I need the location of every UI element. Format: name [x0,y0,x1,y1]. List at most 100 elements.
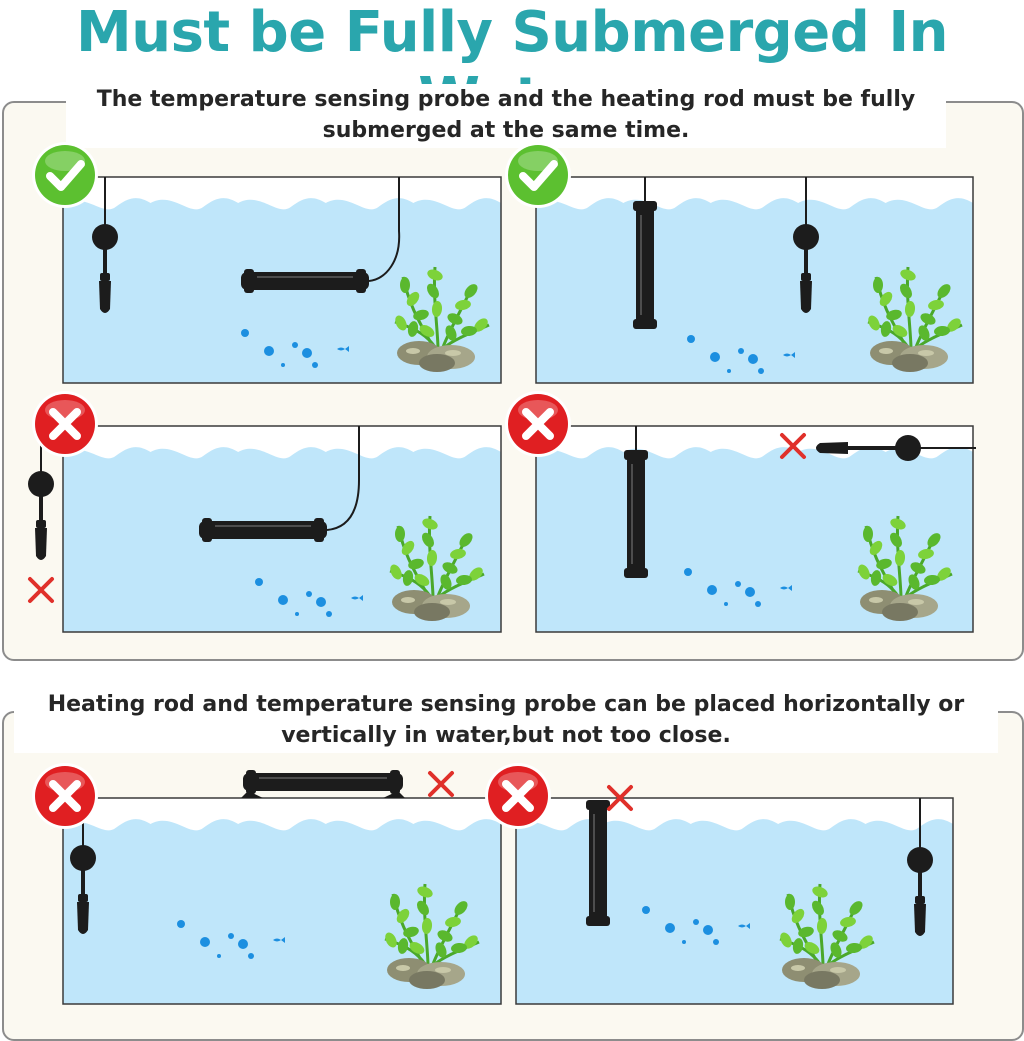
plant-leaf [459,533,473,547]
bubbles-icon [684,568,792,607]
plant-leaf [928,299,944,311]
bubble [703,925,713,935]
plant-leaf [419,325,435,337]
probe-stem [918,860,922,896]
x-mark-stroke [780,433,806,459]
bubble [228,933,234,939]
plant-leaf [812,900,824,916]
temperature-probe-icon [92,177,118,313]
bubbles-icon [642,906,750,945]
water [63,447,501,632]
plant-leaf [408,558,424,570]
bubble [745,587,755,597]
rod-body [199,521,327,539]
plant-leaf [426,550,438,566]
bubble [707,585,717,595]
plant-leaf [461,325,477,337]
plant-leaf [451,942,467,954]
rod-highlight [215,525,311,527]
water [516,819,953,1004]
plant-leaf [469,567,483,581]
probe-collar [100,273,110,281]
plant-leaf [858,564,870,580]
rod-cable [368,177,401,282]
plant-leaf [474,318,488,332]
rock [804,971,840,989]
plant-leaf [900,283,912,299]
bubble [758,368,764,374]
plant-leaf [440,574,452,590]
rod-cap [624,568,648,578]
section-placement-heading: Heating rod and temperature sensing prob… [14,689,998,753]
heating-rod-icon [624,426,648,578]
tank-illustration [505,391,976,633]
plant-leaf [464,284,478,298]
rod-cap [586,800,610,810]
check-badge-icon [32,142,98,208]
plant-leaf [407,321,419,337]
plant-leaf [910,562,926,574]
plant-leaf [904,301,916,317]
plant-leaf [397,938,409,954]
plant-leaf [442,562,458,574]
bubble [248,953,254,959]
heating-rod-icon [586,800,610,926]
cross-mark [49,780,81,812]
bubble [238,939,248,949]
plant-leaf [830,942,842,958]
aquarium-plant-icon [394,266,490,372]
rod-body [589,804,607,922]
plant-leaf [924,574,940,586]
plant-leaf [863,526,873,542]
plant-leaf [406,291,420,307]
bubble [241,329,249,337]
bubble [687,335,695,343]
bubble [684,568,692,576]
plant-leaf [798,926,814,938]
page-title: Must be Fully Submerged In Water [75,0,949,131]
cross-badge-icon [32,391,98,457]
tank-illustration [505,142,974,384]
plant-leaf [464,935,478,949]
plant-leaf [396,908,410,924]
cross-badge-icon [32,763,98,829]
plant-leaf [937,567,951,581]
plant-leaf [900,269,916,281]
rod-cap [624,450,648,460]
plant-leaf [445,916,461,928]
rock [882,603,918,621]
plant-leaf [456,574,472,586]
rock-highlight [406,348,420,354]
rock-highlight [396,965,410,971]
plant-leaf [846,942,862,954]
bubble [755,601,761,607]
rock-highlight [918,350,934,356]
bubble [200,937,210,947]
plant-leaf [422,532,434,548]
plant-leaf [937,284,951,298]
panel-incorrect-2 [505,391,976,633]
heading-line-2: submerged at the same time. [322,118,690,143]
aquarium-plant-icon [389,515,485,621]
plant-leaf [840,916,856,928]
probe-stem [804,237,808,273]
aquarium-plant-icon [779,883,875,989]
rod-body [627,454,645,574]
rod-highlight [259,777,387,779]
plant-leaf [886,309,902,321]
probe-tip [800,281,812,313]
water [63,198,501,383]
bubble [264,346,274,356]
x-mark-icon [607,785,633,811]
bubble [281,363,285,367]
x-mark-icon [28,577,54,603]
bubble [306,591,312,597]
fish-icon [273,937,285,943]
bubble [292,342,298,348]
plant-leaf [894,550,906,566]
plant-leaf [455,299,471,311]
rod-cap [356,269,366,293]
probe-tip [914,904,926,936]
rod-foot [241,791,263,798]
plant-leaf [792,938,804,954]
